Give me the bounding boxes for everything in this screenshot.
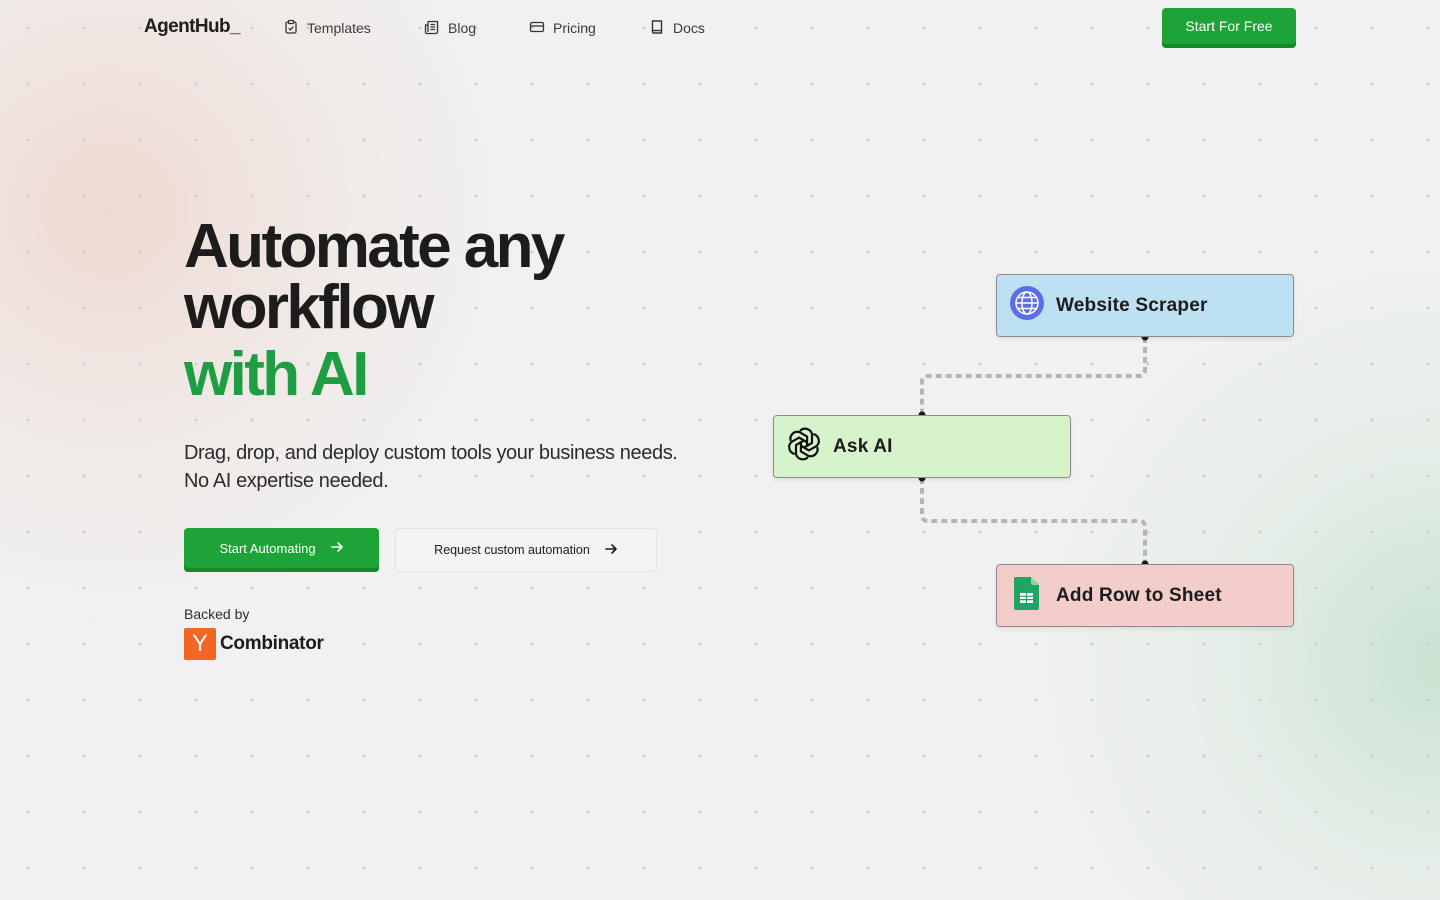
backed-by-label: Backed by [184,606,250,622]
y-combinator-name: Combinator [220,633,324,654]
book-icon [649,19,665,38]
clipboard-icon [283,19,299,38]
node-label: Website Scraper [1056,294,1208,316]
subtitle-line-2: No AI expertise needed. [184,470,389,492]
openai-icon [785,425,823,469]
hero-subtitle: Drag, drop, and deploy custom tools your… [184,439,744,495]
credit-card-icon [529,19,545,38]
logo[interactable]: AgentHub_ [144,16,241,37]
arrow-right-icon [330,540,344,557]
subtitle-line-1: Drag, drop, and deploy custom tools your… [184,442,678,464]
top-navigation: AgentHub_ Templates Blog P [0,0,1440,56]
start-automating-label: Start Automating [219,540,316,556]
headline-line-1: Automate any [184,212,565,281]
nav-item-label: Templates [307,20,371,36]
request-custom-automation-label: Request custom automation [434,543,590,557]
y-combinator-logo: Y Combinator [184,628,324,660]
y-combinator-icon: Y [184,628,216,660]
node-label: Add Row to Sheet [1056,584,1222,606]
request-custom-automation-button[interactable]: Request custom automation [395,528,657,572]
hero-headline: Automate any workflow with AI [184,216,565,409]
nav-item-templates[interactable]: Templates [283,18,371,38]
node-label: Ask AI [833,435,893,457]
nav-item-label: Docs [673,20,705,36]
newspaper-icon [424,19,440,38]
workflow-node-website-scraper[interactable]: Website Scraper [996,274,1294,337]
nav-item-blog[interactable]: Blog [424,18,476,38]
arrow-right-icon [604,542,618,559]
start-automating-button[interactable]: Start Automating [184,528,379,572]
workflow-node-ask-ai[interactable]: Ask AI [773,415,1071,478]
start-for-free-button[interactable]: Start For Free [1162,8,1296,48]
workflow-node-add-row-to-sheet[interactable]: Add Row to Sheet [996,564,1294,627]
nav-item-docs[interactable]: Docs [649,18,705,38]
google-sheets-icon [1008,574,1046,618]
nav-item-pricing[interactable]: Pricing [529,18,596,38]
globe-icon [1008,284,1046,328]
headline-line-2: workflow [184,273,434,342]
nav-item-label: Pricing [553,20,596,36]
nav-item-label: Blog [448,20,477,36]
headline-highlight: with AI [184,340,369,409]
